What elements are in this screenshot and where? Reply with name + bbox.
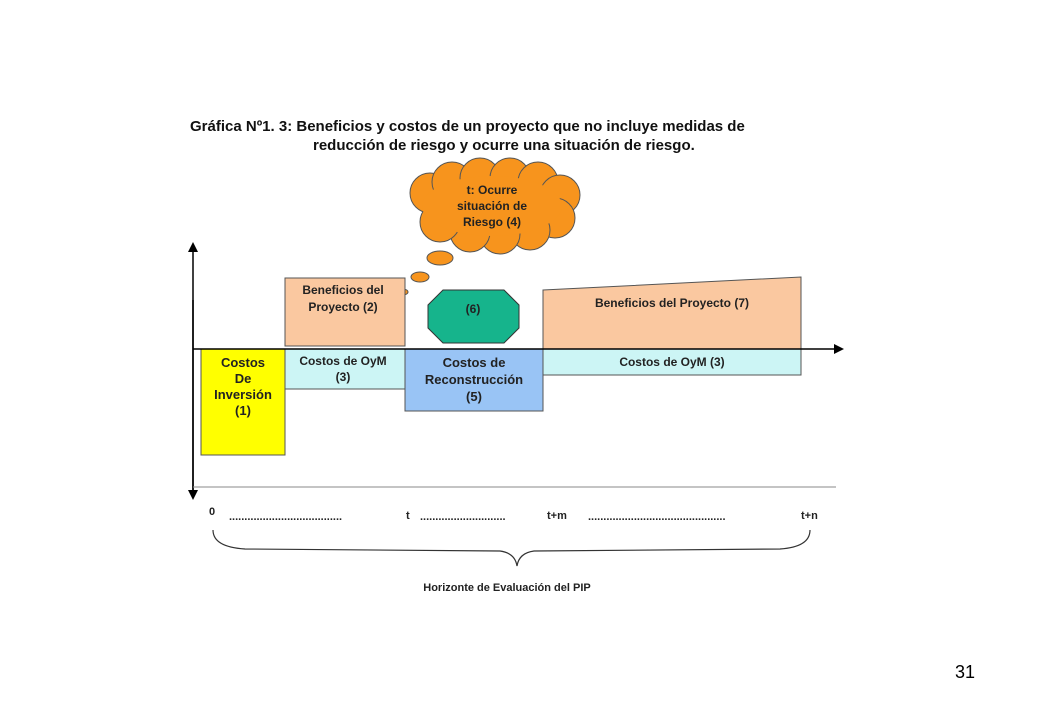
- diagram-title-line-1: Gráfica Nº1. 3: Beneficios y costos de u…: [190, 118, 745, 135]
- costos-inversion-line-2: De: [235, 371, 252, 386]
- cloud-text-line-2: situación de: [457, 199, 527, 213]
- costos-reconstruccion-rect: [404, 348, 544, 412]
- beneficios-2-line-1: Beneficios del: [302, 283, 383, 297]
- timeline-dots-3: ........................................…: [588, 511, 726, 523]
- costos-oym-left-box: Costos de OyM (3): [284, 348, 406, 390]
- costos-oym-right-box: Costos de OyM (3): [542, 348, 802, 376]
- costos-oym-left-rect: [284, 348, 406, 390]
- timeline-label-t-plus-m: t+m: [547, 510, 567, 522]
- costos-inversion-line-4: (1): [235, 403, 251, 418]
- beneficios-7-shape: [542, 276, 802, 350]
- beneficios-2-rect: [284, 277, 406, 347]
- cloud-core: [422, 176, 562, 236]
- timeline-label-t: t: [406, 510, 410, 522]
- risk-cloud: t: Ocurre situación de Riesgo (4): [397, 157, 581, 296]
- timeline-label-t-plus-n: t+n: [801, 510, 818, 522]
- costos-inversion-line-3: Inversión: [214, 387, 272, 402]
- beneficios-proyecto-7-box: Beneficios del Proyecto (7): [542, 276, 802, 350]
- costos-inversion-rect: [200, 348, 286, 456]
- costos-oym-left-line-2: (3): [336, 370, 351, 384]
- timeline-label-0: 0: [209, 506, 215, 518]
- beneficios-proyecto-2-box: Beneficios del Proyecto (2): [284, 277, 406, 347]
- costos-oym-right-rect: [542, 348, 802, 376]
- cloud-bubble-large: [426, 250, 454, 266]
- costos-oym-left-line-1: Costos de OyM: [299, 354, 386, 368]
- horizon-brace: [212, 529, 811, 567]
- page-number: 31: [955, 662, 975, 682]
- costos-reconstruccion-line-3: (5): [466, 389, 482, 404]
- beneficios-2-line-2: Proyecto (2): [308, 300, 377, 314]
- costos-reconstruccion-line-1: Costos de: [443, 355, 506, 370]
- costos-inversion-box: Costos De Inversión (1): [200, 348, 286, 456]
- beneficios-7-label: Beneficios del Proyecto (7): [595, 296, 749, 310]
- diagram-title-line-2: reducción de riesgo y ocurre una situaci…: [313, 137, 695, 154]
- timeline-dots-1: .....................................: [229, 511, 342, 523]
- costos-oym-right-label: Costos de OyM (3): [619, 355, 724, 369]
- cloud-text-line-1: t: Ocurre: [467, 183, 518, 197]
- octagon-6: (6): [427, 289, 520, 344]
- timeline-dots-2: ............................: [420, 511, 506, 523]
- horizon-label: Horizonte de Evaluación del PIP: [423, 582, 590, 594]
- cloud-bubble-medium: [410, 271, 430, 283]
- costos-reconstruccion-box: Costos de Reconstrucción (5): [404, 348, 544, 412]
- cloud-text-line-3: Riesgo (4): [463, 215, 521, 229]
- octagon-shape: [427, 289, 520, 344]
- costos-inversion-line-1: Costos: [221, 355, 265, 370]
- octagon-label: (6): [466, 302, 481, 316]
- costos-reconstruccion-line-2: Reconstrucción: [425, 372, 523, 387]
- cloud-shape: [409, 157, 581, 255]
